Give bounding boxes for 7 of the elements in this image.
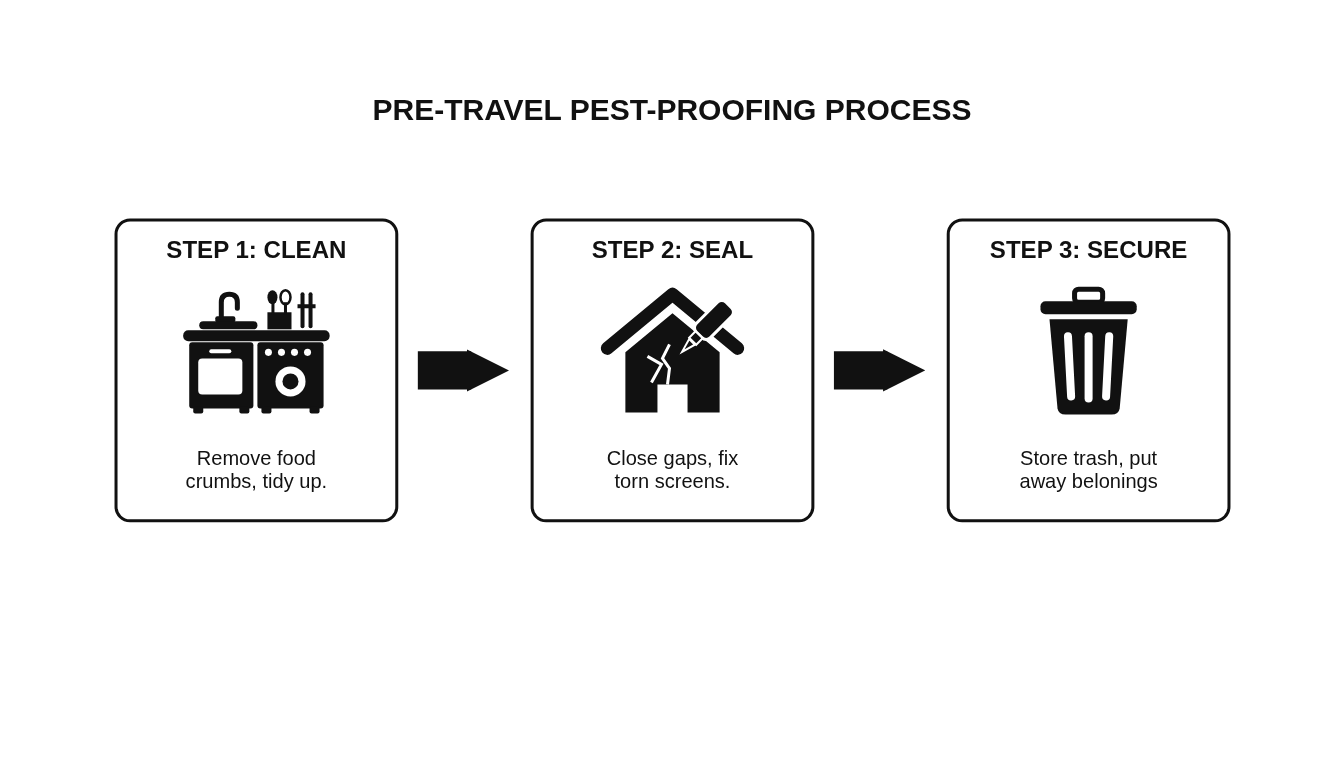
step-title: STEP 1: CLEAN <box>165 235 346 264</box>
step-description: Close gaps, fix torn screens. <box>605 446 739 493</box>
diagram-title: PRE-TRAVEL PEST-PROOFING PROCESS <box>372 92 972 128</box>
step-description: Store trash, put away belonings <box>1018 446 1159 493</box>
step-title: STEP 2: SEAL <box>591 235 753 264</box>
step-title: STEP 3: SECURE <box>989 235 1187 264</box>
step-description: Remove food crumbs, tidy up. <box>184 446 328 493</box>
